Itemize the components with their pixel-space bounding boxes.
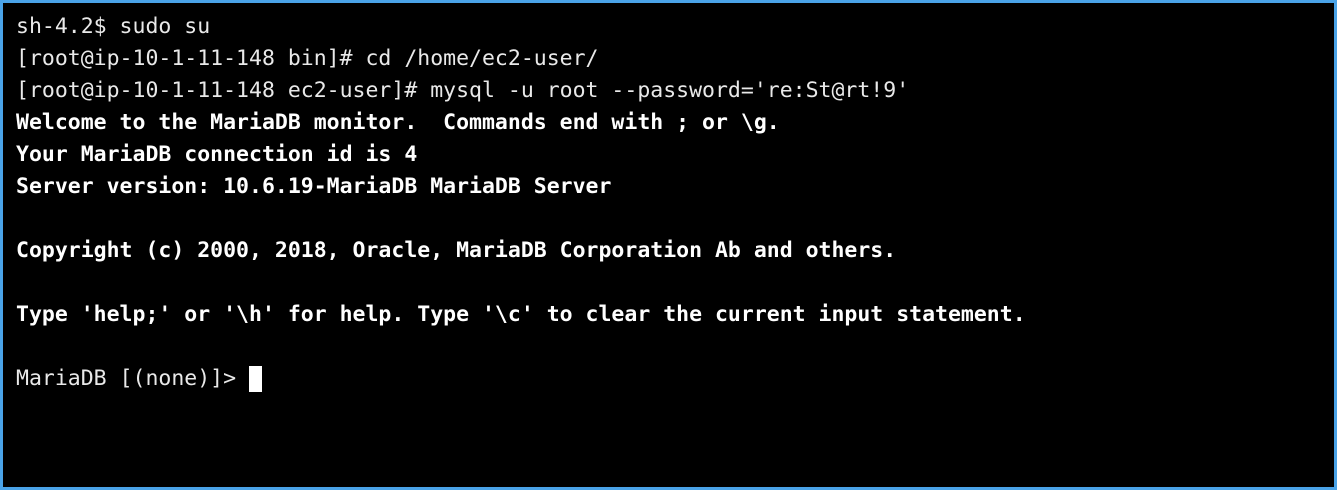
terminal-line-copyright: Copyright (c) 2000, 2018, Oracle, MariaD… <box>16 238 897 263</box>
terminal-line-blank-2 <box>16 267 1334 299</box>
terminal-line-blank-1 <box>16 203 1334 235</box>
terminal-line-mysql-command: [root@ip-10-1-11-148 ec2-user]# mysql -u… <box>16 78 910 103</box>
terminal-line-server-version: Server version: 10.6.19-MariaDB MariaDB … <box>16 174 612 199</box>
terminal-line-connection-id: Your MariaDB connection id is 4 <box>16 142 418 167</box>
block-cursor-icon <box>249 366 262 392</box>
terminal-line-shell-sudo: sh-4.2$ sudo su <box>16 14 211 39</box>
mariadb-prompt-label: MariaDB [(none)]> <box>16 366 249 391</box>
mariadb-prompt-line[interactable]: MariaDB [(none)]> <box>16 363 1334 395</box>
terminal-output-area[interactable]: sh-4.2$ sudo su [root@ip-10-1-11-148 bin… <box>3 3 1334 487</box>
terminal-line-cd-command: [root@ip-10-1-11-148 bin]# cd /home/ec2-… <box>16 46 599 71</box>
terminal-line-welcome-banner: Welcome to the MariaDB monitor. Commands… <box>16 110 780 135</box>
terminal-line-blank-3 <box>16 331 1334 363</box>
terminal-line-help-hint: Type 'help;' or '\h' for help. Type '\c'… <box>16 302 1026 327</box>
